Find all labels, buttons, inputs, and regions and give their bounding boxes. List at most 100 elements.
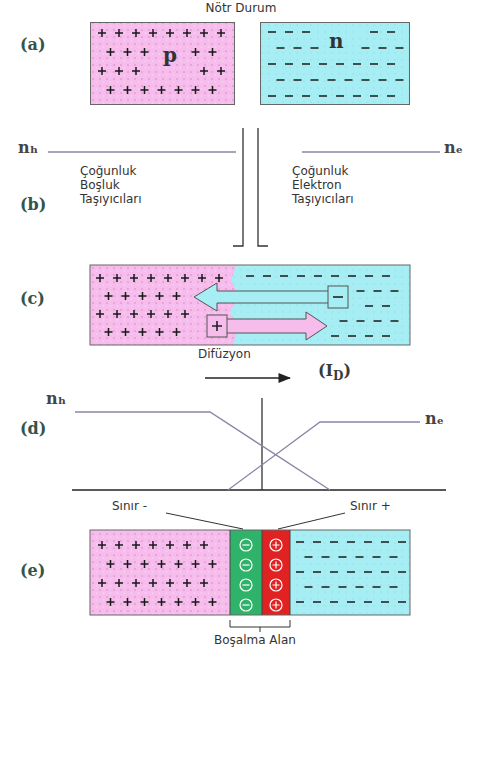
plus-sign [164, 310, 172, 318]
minus-sign [387, 95, 395, 97]
minus-sign [345, 79, 353, 81]
minus-sign [374, 320, 382, 322]
positive-ion [270, 539, 282, 551]
region-caption: Boşalma Alan [214, 634, 296, 648]
minus-sign [296, 571, 304, 573]
plus-sign [217, 29, 225, 37]
plus-sign [105, 292, 113, 300]
minus-sign [330, 541, 338, 543]
region-letter: p [163, 45, 177, 65]
diffusion-direction-arrow [205, 377, 290, 379]
hole-box [207, 315, 227, 337]
plus-sign [115, 541, 123, 549]
plus-sign [192, 48, 200, 56]
minus-sign [285, 31, 293, 33]
plus-sign [173, 292, 181, 300]
minus-sign [398, 571, 406, 573]
minus-sign [370, 31, 378, 33]
ion-circle [270, 599, 282, 611]
minus-sign [370, 95, 378, 97]
minus-sign [347, 571, 355, 573]
electron-density-symbol: nₑ [425, 410, 444, 428]
ion-sign [243, 604, 250, 605]
hole-diffusion-arrow [225, 312, 327, 340]
ion-circle [240, 539, 252, 551]
ion-sign [273, 562, 280, 569]
minus-sign [305, 586, 313, 588]
minus-sign [381, 601, 389, 603]
plus-sign [115, 579, 123, 587]
ion-sign [273, 602, 280, 609]
plus-sign [98, 579, 106, 587]
plus-sign [141, 86, 149, 94]
plus-sign [158, 86, 166, 94]
charge-signs [98, 29, 404, 96]
region-letter: n [329, 31, 344, 51]
plus-sign [122, 328, 130, 336]
junction-line [261, 398, 262, 490]
plus-sign [181, 310, 189, 318]
leader-line [166, 513, 243, 529]
electron-density-symbol: nₑ [444, 139, 463, 157]
plus-sign [209, 598, 217, 606]
minus-sign [364, 571, 372, 573]
ion-sign [243, 584, 250, 585]
boundary-label: Sınır - [112, 500, 147, 514]
plus-sign [147, 310, 155, 318]
carrier-caption: Çoğunluk Elektron Taşıyıcıları [292, 165, 354, 206]
minus-sign [398, 601, 406, 603]
minus-sign [246, 275, 254, 277]
diagram-title: Nötr Durum [0, 2, 482, 16]
ion-circle [270, 539, 282, 551]
minus-sign [328, 79, 336, 81]
minus-sign [339, 556, 347, 558]
minus-sign [340, 320, 348, 322]
plus-sign [200, 541, 208, 549]
minus-sign [296, 541, 304, 543]
plus-sign [192, 86, 200, 94]
current-symbol: (I [318, 362, 333, 380]
minus-sign [313, 601, 321, 603]
plus-sign [130, 274, 138, 282]
plus-sign [107, 598, 115, 606]
minus-sign [370, 63, 378, 65]
plus-sign [166, 541, 174, 549]
minus-sign [277, 47, 285, 49]
plus-sign [147, 274, 155, 282]
plus-sign [98, 541, 106, 549]
minus-sign [373, 556, 381, 558]
plus-sign [209, 560, 217, 568]
minus-sign [311, 47, 319, 49]
ion-sign [273, 542, 280, 549]
plus-sign [115, 29, 123, 37]
junction-line [258, 128, 268, 246]
plus-sign [141, 48, 149, 56]
plus-sign [200, 29, 208, 37]
plus-sign [166, 29, 174, 37]
positive-ion [270, 559, 282, 571]
junction-line [233, 128, 243, 246]
plus-sign [192, 560, 200, 568]
minus-sign [353, 63, 361, 65]
plus-sign [98, 67, 106, 75]
plus-sign [183, 541, 191, 549]
plus-sign [113, 274, 121, 282]
minus-sign [379, 79, 387, 81]
ion-circle [270, 559, 282, 571]
minus-sign [353, 95, 361, 97]
minus-sign [330, 601, 338, 603]
plus-sign [149, 541, 157, 549]
minus-sign [357, 290, 365, 292]
minus-sign [322, 556, 330, 558]
plus-sign [183, 579, 191, 587]
plus-sign [113, 310, 121, 318]
plus-sign [115, 67, 123, 75]
electron-level-line [302, 151, 440, 152]
plus-sign [107, 48, 115, 56]
minus-sign [268, 31, 276, 33]
minus-sign [398, 541, 406, 543]
current-subscript: D [333, 370, 343, 384]
minus-sign [381, 541, 389, 543]
minus-sign [364, 541, 372, 543]
positive-ion [270, 599, 282, 611]
